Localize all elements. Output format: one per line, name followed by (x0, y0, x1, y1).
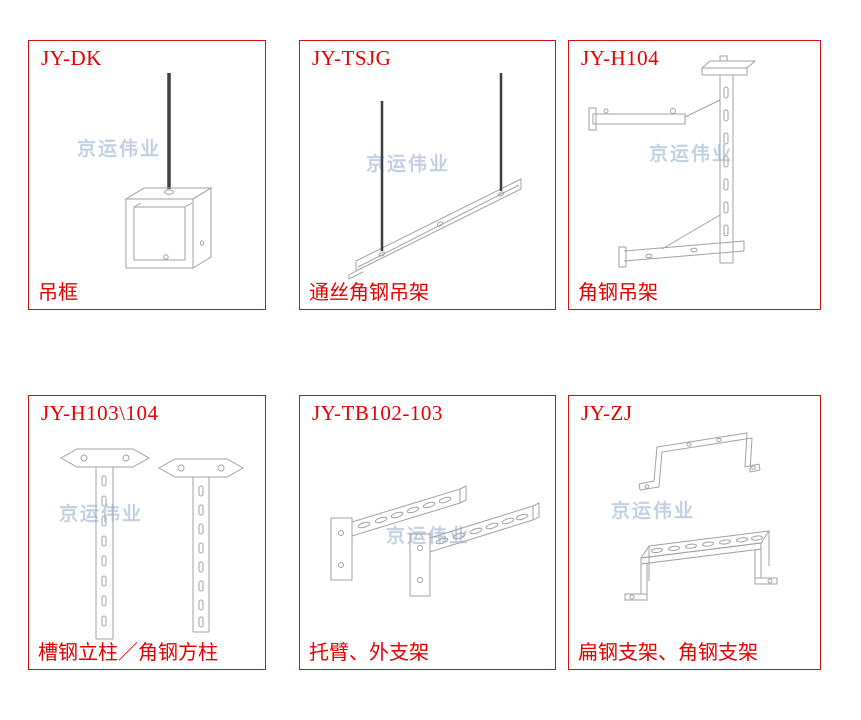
product-panel-jy-h103-104: JY-H103\104 京运伟业 (28, 395, 266, 670)
watermark: 京运伟业 (59, 503, 144, 525)
watermark: 京运伟业 (366, 153, 451, 175)
drawing-lines (124, 73, 213, 269)
drawing-lines (348, 73, 522, 280)
product-code: JY-DK (41, 46, 102, 70)
product-name: 槽钢立柱／角钢方柱 (38, 642, 218, 664)
watermark: 京运伟业 (649, 143, 734, 165)
product-name: 扁钢支架、角钢支架 (578, 642, 758, 664)
watermark: 京运伟业 (77, 138, 162, 160)
product-code: JY-H104 (581, 46, 660, 70)
product-name: 吊框 (38, 282, 78, 304)
product-name: 角钢吊架 (578, 282, 658, 304)
product-name: 通丝角钢吊架 (309, 282, 429, 304)
drawing-lines (59, 448, 245, 640)
columns-drawing (59, 448, 245, 640)
threaded-rod-hanger-drawing (348, 73, 522, 280)
watermark: 京运伟业 (386, 525, 471, 547)
product-code: JY-TB102-103 (312, 401, 443, 425)
product-panel-jy-h104: JY-H104 京运伟业 (568, 40, 821, 310)
product-panel-jy-tsjg: JY-TSJG 京运伟业 通丝角钢吊架 (299, 40, 556, 310)
product-panel-jy-tb102-103: JY-TB102-103 京运伟业 (299, 395, 556, 670)
flat-steel-brackets-drawing (624, 432, 778, 601)
product-name: 托臂、外支架 (309, 642, 429, 664)
product-code: JY-ZJ (581, 401, 633, 425)
product-panel-jy-zj: JY-ZJ 京运伟业 (568, 395, 821, 670)
product-code: JY-H103\104 (41, 401, 159, 425)
watermark: 京运伟业 (611, 500, 696, 522)
product-code: JY-TSJG (312, 46, 392, 70)
drawing-lines (588, 55, 757, 268)
cantilever-brackets-drawing (330, 485, 540, 597)
hanging-frame-drawing (124, 73, 213, 269)
product-panel-jy-dk: JY-DK 京运伟业 吊框 (28, 40, 266, 310)
drawing-lines (330, 485, 540, 597)
angle-steel-hanger-drawing (588, 55, 757, 268)
drawing-lines (624, 432, 778, 601)
